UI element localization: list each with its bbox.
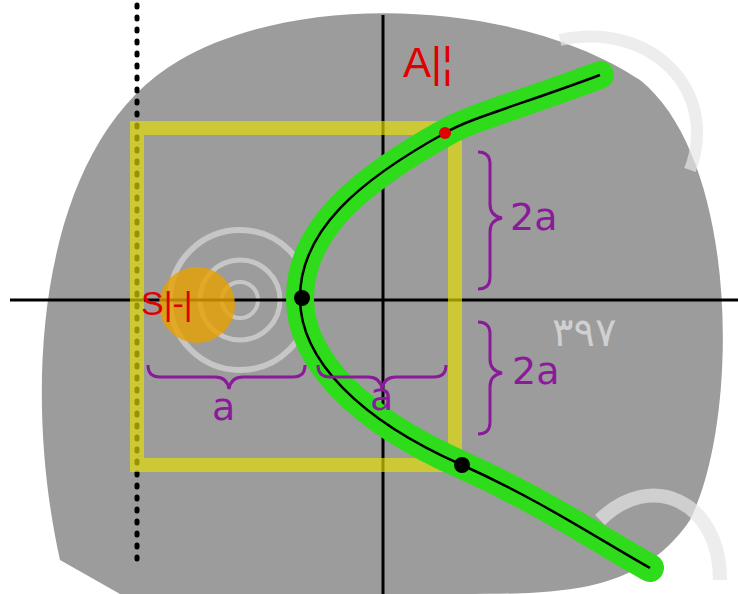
vertex	[294, 290, 310, 306]
label: 2a	[510, 198, 557, 236]
label: A|¦	[403, 42, 453, 84]
parabola	[300, 75, 650, 568]
x-axis	[10, 299, 738, 302]
label: 2a	[512, 352, 559, 390]
watermark: ٣٩٧	[552, 312, 616, 352]
label: a	[212, 388, 235, 426]
label: S|-|	[141, 286, 193, 320]
point	[454, 457, 470, 473]
point	[439, 127, 451, 139]
braces	[148, 152, 502, 434]
label: a	[370, 378, 393, 416]
parabola-highlight	[300, 75, 650, 568]
background-blob	[42, 13, 723, 594]
y-axis	[382, 15, 385, 594]
latus-rectum-box	[137, 128, 455, 465]
